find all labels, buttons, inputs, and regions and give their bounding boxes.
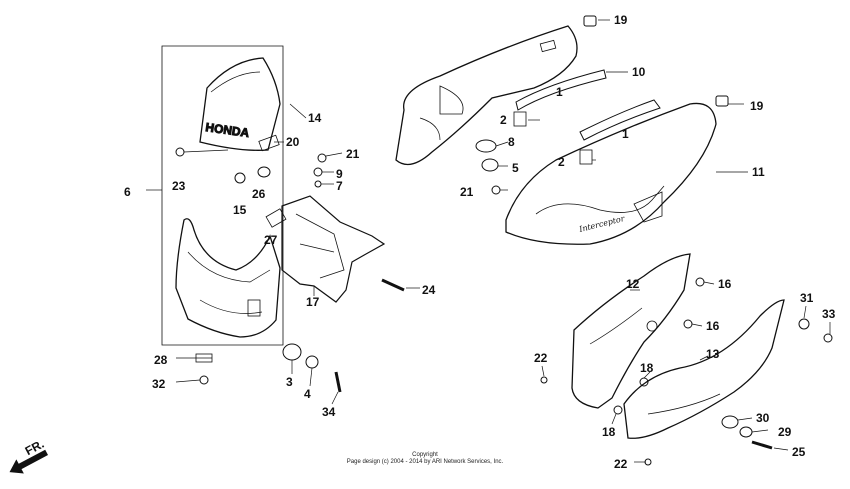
callout-18b: 18 xyxy=(602,425,616,439)
grommet-31 xyxy=(798,318,810,330)
front-direction-arrow: FR. xyxy=(9,437,49,474)
callout-16a: 16 xyxy=(718,277,732,291)
nut-8 xyxy=(475,139,497,153)
bolt-21-lower xyxy=(491,185,501,195)
callout-16b: 16 xyxy=(706,319,720,333)
grommet-15 xyxy=(234,172,246,184)
callout-26: 26 xyxy=(252,187,266,201)
nut-7 xyxy=(314,180,322,188)
screw-33 xyxy=(823,333,833,343)
screw-16b xyxy=(683,319,693,329)
left-middle-cowl-part xyxy=(395,25,578,166)
callout-2b: 2 xyxy=(558,155,565,169)
assembly-6-outline xyxy=(161,45,284,346)
callout-19a: 19 xyxy=(614,13,628,27)
callout-33: 33 xyxy=(822,307,836,321)
callout-3: 3 xyxy=(286,375,293,389)
callout-8: 8 xyxy=(508,135,515,149)
right-middle-cowl-part xyxy=(505,102,717,245)
screw-22a xyxy=(540,376,548,384)
callout-13: 13 xyxy=(706,347,720,361)
callout-24: 24 xyxy=(422,283,436,297)
windscreen-brand: HONDA xyxy=(205,120,251,140)
grommet-19a xyxy=(583,15,597,27)
collar-5 xyxy=(481,158,499,172)
bolt-34 xyxy=(334,371,342,393)
callout-2a: 2 xyxy=(500,113,507,127)
callout-23: 23 xyxy=(172,179,186,193)
collar-4 xyxy=(305,355,319,369)
front-cowl-part xyxy=(175,218,281,338)
callout-32: 32 xyxy=(152,377,166,391)
callout-34: 34 xyxy=(322,405,336,419)
callout-21a: 21 xyxy=(346,147,360,161)
screw-23 xyxy=(175,147,185,157)
screw-16a xyxy=(695,277,705,287)
trim-strip-1a xyxy=(515,69,607,111)
trim-strip-1b xyxy=(579,99,661,141)
bolt-21-upper xyxy=(317,153,327,163)
callout-7: 7 xyxy=(336,179,343,193)
rubber-2b xyxy=(579,149,593,165)
callout-28: 28 xyxy=(154,353,168,367)
callout-5: 5 xyxy=(512,161,519,175)
callout-17: 17 xyxy=(306,295,320,309)
callout-9: 9 xyxy=(336,167,343,181)
grommet-3 xyxy=(282,343,302,361)
callout-14: 14 xyxy=(308,111,322,125)
callout-29: 29 xyxy=(778,425,792,439)
callout-25: 25 xyxy=(792,445,806,459)
grommet-30 xyxy=(721,415,739,429)
collar-26 xyxy=(257,166,271,178)
callout-27: 27 xyxy=(264,233,278,247)
clip-18b xyxy=(613,405,623,415)
callout-20: 20 xyxy=(286,135,300,149)
callout-22b: 22 xyxy=(614,457,628,471)
seal-20 xyxy=(258,134,280,152)
callout-11: 11 xyxy=(752,165,765,179)
callout-12: 12 xyxy=(626,277,640,291)
callout-22a: 22 xyxy=(534,351,548,365)
washer-9 xyxy=(313,167,323,177)
grommet-19b xyxy=(715,95,729,107)
callout-15: 15 xyxy=(233,203,247,217)
callout-30: 30 xyxy=(756,411,770,425)
bolt-24 xyxy=(381,278,405,292)
callout-4: 4 xyxy=(304,387,311,401)
cowl-graphic: Interceptor xyxy=(577,214,626,234)
callout-18a: 18 xyxy=(640,361,654,375)
callout-10: 10 xyxy=(632,65,646,79)
callout-19b: 19 xyxy=(750,99,764,113)
grommet-27-part xyxy=(265,208,287,228)
footer-credit: Page design (c) 2004 - 2014 by ARI Netwo… xyxy=(346,459,504,465)
rubber-2a xyxy=(513,111,527,127)
callout-1b: 1 xyxy=(622,127,629,141)
screw-32 xyxy=(199,375,209,385)
collar-29 xyxy=(739,426,753,438)
callout-1a: 1 xyxy=(556,85,563,99)
callout-21b: 21 xyxy=(460,185,474,199)
callout-31: 31 xyxy=(800,291,814,305)
callout-6: 6 xyxy=(124,185,131,199)
cowl-stay-part xyxy=(281,195,386,303)
footer-copyright: Copyright xyxy=(412,452,438,458)
right-under-cowl-part xyxy=(623,299,785,439)
left-under-cowl-part xyxy=(571,253,691,409)
bolt-25 xyxy=(751,440,773,450)
windscreen-part xyxy=(199,57,281,151)
